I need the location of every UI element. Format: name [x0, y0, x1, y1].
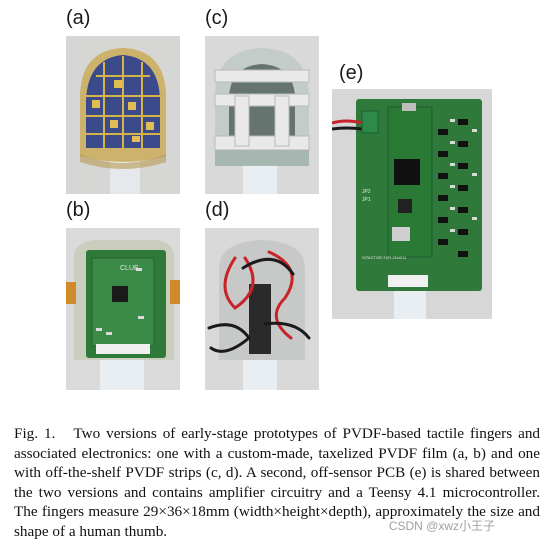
panel-label-a: (a): [66, 7, 91, 29]
photo-e-off-sensor-pcb: JP2 JP1 SITACTOR-TXR-2N4211: [332, 89, 492, 319]
caption-text: Two versions of early-stage prototypes o…: [14, 425, 541, 540]
watermark: CSDN @xwz小王子: [388, 519, 495, 533]
jp2-silkscreen: JP2: [362, 189, 371, 195]
photo-b-finger-back-pcb: CLUE: [66, 228, 180, 390]
figure-caption: Fig. 1.Two versions of early-stage proto…: [14, 424, 540, 542]
jp1-silkscreen: JP1: [362, 197, 371, 203]
panel-label-d: (d): [205, 199, 230, 221]
figure-label: Fig. 1.: [14, 425, 56, 442]
panel-label-e: (e): [339, 62, 364, 84]
photo-a-taxelized-finger: [66, 36, 180, 194]
photo-d-finger-back-wires: [205, 228, 319, 390]
pcb-version-silkscreen: SITACTOR-TXR-2N4211: [362, 255, 407, 260]
panel-label-c: (c): [205, 7, 229, 29]
photo-c-strip-finger: [205, 36, 319, 194]
panel-label-b: (b): [66, 199, 91, 221]
clue-silkscreen: CLUE: [120, 265, 139, 272]
